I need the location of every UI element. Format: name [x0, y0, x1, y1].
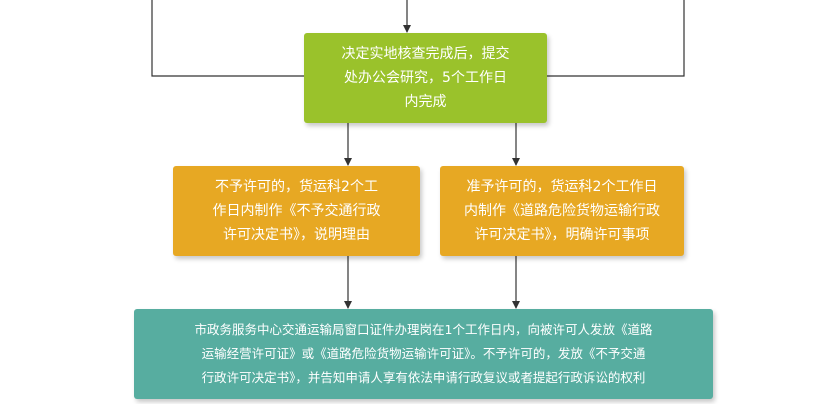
- deny-step-box: 不予许可的，货运科2个工 作日内制作《不予交通行政 许可决定书》，说明理由: [173, 166, 420, 256]
- loop-left-connector: [151, 0, 304, 77]
- issue-step-text: 市政务服务中心交通运输局窗口证件办理岗在1个工作日内，向被许可人发放《道路 运输…: [194, 322, 653, 385]
- approve-step-text: 准予许可的，货运科2个工作日 内制作《道路危险货物运输行政 许可决定书》，明确许…: [464, 179, 660, 243]
- loop-right-connector: [547, 0, 685, 77]
- review-step-box: 决定实地核查完成后，提交 处办公会研究，5个工作日 内完成: [304, 33, 547, 123]
- deny-step-text: 不予许可的，货运科2个工 作日内制作《不予交通行政 许可决定书》，说明理由: [212, 179, 381, 243]
- issue-step-box: 市政务服务中心交通运输局窗口证件办理岗在1个工作日内，向被许可人发放《道路 运输…: [134, 309, 713, 399]
- approve-step-box: 准予许可的，货运科2个工作日 内制作《道路危险货物运输行政 许可决定书》，明确许…: [440, 166, 684, 256]
- review-step-text: 决定实地核查完成后，提交 处办公会研究，5个工作日 内完成: [341, 46, 510, 110]
